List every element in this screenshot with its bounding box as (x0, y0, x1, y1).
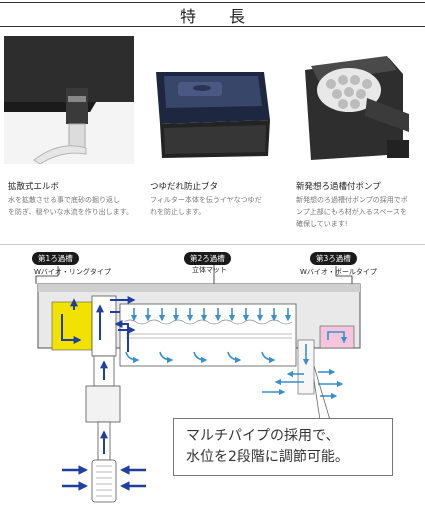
filtration-diagram (35, 262, 361, 503)
stage3-label: 第3ろ過槽 (310, 252, 357, 265)
feature-title-pump: 新発想ろ過槽付ポンプ (296, 182, 381, 192)
title-bar: 特 長 (0, 0, 425, 30)
page-title: 特 長 (179, 7, 260, 26)
feature-desc-line: 水を拡散させる事で底砂の掘り返し (8, 196, 120, 204)
callout-line: 水位を2段階に調節可能。 (186, 449, 349, 465)
feature-title-lid: つゆだれ防止ブタ (150, 182, 219, 192)
feature-desc-lid: フィルター本体を伝うイヤなつゆだ れを防止します。 (150, 194, 280, 218)
feature-desc-line: れを防止します。 (150, 208, 206, 216)
title-rule-bottom (0, 26, 425, 27)
photo-pump-filter-tank (291, 36, 421, 164)
feature-desc-diffuser: 水を拡散させる事で底砂の掘り返し を防ぎ、穏やいな水流を作り出します。 (8, 194, 138, 218)
multi-pipe-callout: マルチパイプの採用で、 水位を2段階に調節可能。 (173, 418, 393, 476)
feature-desc-pump: 新発想のろ過槽付ポンプの採用でポ ンプ上部にもろ材が入るスペースを 確保していま… (296, 194, 425, 230)
feature-desc-line: を防ぎ、穏やいな水流を作り出します。 (8, 208, 133, 216)
feature-title-diffuser: 拡散式エルボ (8, 182, 60, 192)
feature-desc-line: 確保しています! (296, 220, 348, 228)
stage1-label: 第1ろ過槽 (32, 252, 79, 265)
callout-line: マルチパイプの採用で、 (186, 428, 340, 444)
stage3-sub: Wバイオ・ボールタイプ (300, 268, 377, 276)
stage2-label: 第2ろ過槽 (184, 252, 231, 265)
feature-desc-line: フィルター本体を伝うイヤなつゆだ (150, 196, 262, 204)
stage2-sub: 立体マット (192, 266, 227, 274)
feature-desc-line: ンプ上部にもろ材が入るスペースを (296, 208, 407, 216)
section-divider (0, 244, 425, 245)
photo-anti-drip-lid (146, 36, 276, 164)
stage1-sub: Wバイオ・リングタイプ (34, 268, 111, 276)
photo-diffuser-elbow (4, 36, 134, 164)
feature-desc-line: 新発想のろ過槽付ポンプの採用でポ (296, 196, 408, 204)
title-rule-top (0, 2, 425, 3)
